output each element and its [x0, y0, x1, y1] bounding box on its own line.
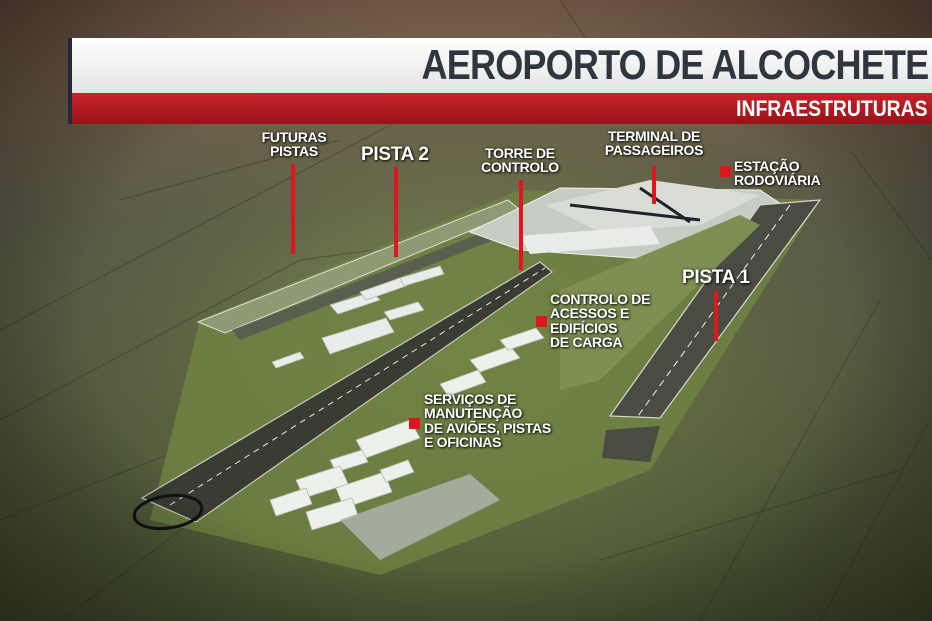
page-subtitle: INFRAESTRUTURAS — [736, 96, 928, 121]
marker-estacao — [720, 166, 731, 177]
pin-futuras-pistas — [291, 164, 295, 254]
marker-controlo — [536, 316, 547, 327]
banner-edge — [68, 38, 73, 124]
subtitle-bar: INFRAESTRUTURAS — [72, 93, 932, 124]
marker-servicos — [409, 418, 420, 429]
label-controlo-acessos: CONTROLO DE ACESSOS E EDIFÍCIOS DE CARGA — [550, 291, 651, 350]
label-estacao: ESTAÇÃO RODOVIÁRIA — [734, 158, 821, 189]
pin-pista-1 — [714, 291, 718, 341]
pin-terminal — [652, 166, 656, 204]
label-futuras-pistas: FUTURAS PISTAS — [261, 129, 327, 160]
label-pista-1: PISTA 1 — [682, 267, 750, 288]
page-title: AEROPORTO DE ALCOCHETE — [421, 41, 929, 88]
pin-pista-2 — [394, 167, 398, 257]
label-pista-2: PISTA 2 — [361, 144, 429, 165]
title-bar: AEROPORTO DE ALCOCHETE — [72, 38, 932, 93]
pin-torre-controlo — [519, 180, 523, 270]
label-torre-controlo: TORRE DE CONTROLO — [481, 145, 559, 176]
label-servicos-manutencao: SERVIÇOS DE MANUTENÇÃO DE AVIÕES, PISTAS… — [424, 391, 551, 450]
label-terminal: TERMINAL DE PASSAGEIROS — [604, 128, 704, 159]
